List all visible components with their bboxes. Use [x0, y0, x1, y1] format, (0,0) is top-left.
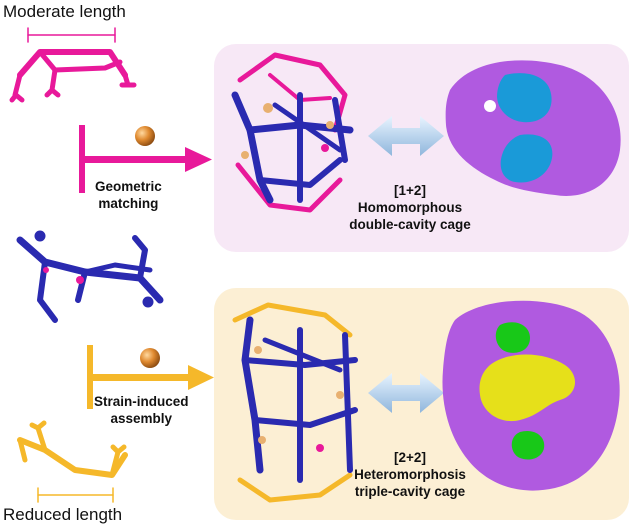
triple-cavity-cage — [232, 302, 358, 503]
strain-induced-label: Strain-induced assembly — [94, 394, 189, 426]
double-cavity-surface — [445, 60, 621, 196]
reduced-length-linker — [17, 420, 128, 503]
strain-induced-arrow — [87, 345, 214, 409]
equilibrium-arrow-top — [368, 116, 444, 156]
geometric-matching-label: Geometric matching — [95, 179, 162, 211]
triple-cavity-surface — [442, 300, 620, 491]
reduced-length-label: Reduced length — [3, 505, 123, 524]
equilibrium-arrow-bottom — [368, 373, 444, 413]
double-cavity-cage — [231, 52, 354, 213]
bottom-product-label: [2+2] Heteromorphosis triple-cavity cage — [354, 450, 466, 499]
top-product-label: [1+2] Homomorphous double-cavity cage — [349, 183, 471, 232]
geometric-matching-arrow — [79, 125, 212, 193]
metal-ion-sphere — [140, 348, 160, 368]
metal-ion-sphere — [135, 126, 155, 146]
tritopic-ligand — [16, 230, 164, 323]
moderate-length-linker — [9, 27, 137, 103]
moderate-length-label: Moderate length — [3, 2, 126, 21]
